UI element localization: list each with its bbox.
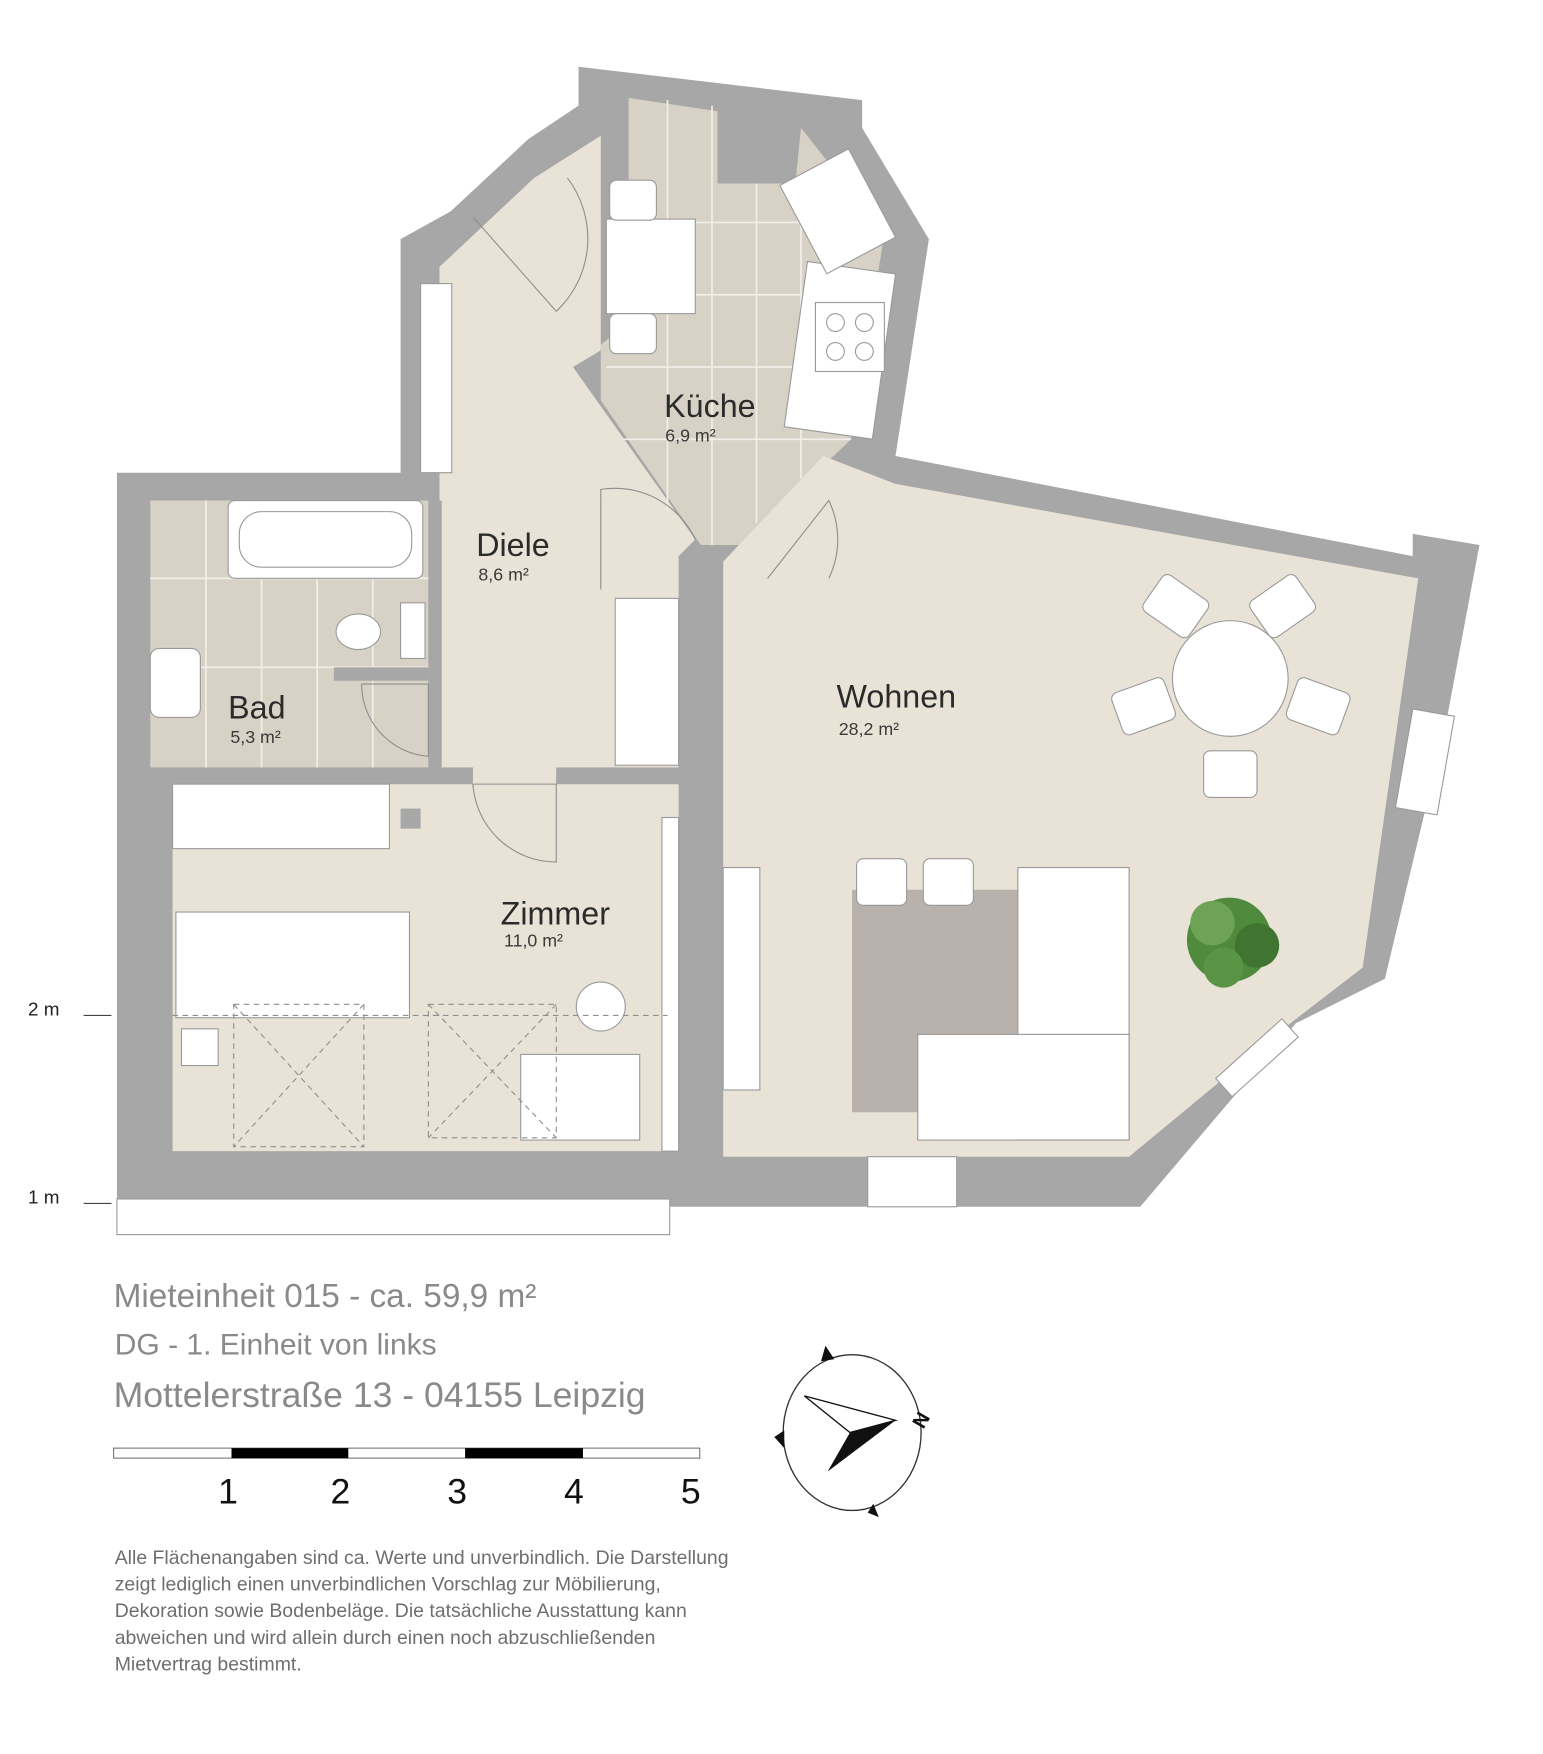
scale-label-5: 5: [681, 1472, 701, 1512]
kitchen-shaft: [717, 111, 796, 184]
disclaimer-line: Alle Flächenangaben sind ca. Werte und u…: [115, 1547, 729, 1569]
scale-bar: [113, 1447, 701, 1459]
doors: [361, 177, 839, 863]
window-south: [867, 1156, 958, 1208]
balcony-rail: [116, 1198, 671, 1236]
desk: [520, 1053, 641, 1141]
toilet-tank: [400, 602, 426, 660]
window-east: [1394, 708, 1456, 816]
nightstand: [180, 1028, 219, 1067]
tv-board: [722, 866, 761, 1091]
dining-chairs: [609, 179, 1351, 906]
wall-bad-diele: [428, 500, 442, 768]
room-name-wohnen: Wohnen: [837, 678, 957, 714]
stove: [814, 301, 885, 373]
furniture: [116, 148, 1456, 1236]
wardrobe: [614, 597, 680, 766]
sink: [779, 148, 897, 275]
column: [400, 808, 421, 829]
scale-label-4: 4: [564, 1472, 584, 1512]
room-name-zimmer: Zimmer: [501, 895, 611, 931]
wall-zimmer-top: [556, 767, 681, 785]
unit-title: Mieteinheit 015 - ca. 59,9 m²: [114, 1278, 537, 1315]
plant: [1186, 897, 1280, 988]
compass-north-label: N: [909, 1409, 935, 1433]
bathtub-inner: [238, 511, 413, 568]
washbasin: [149, 647, 201, 718]
room-area-diele: 8,6 m²: [478, 565, 528, 585]
shelf-zimmer: [661, 816, 680, 1152]
floor-info: DG - 1. Einheit von links: [115, 1329, 437, 1362]
floor-zimmer-door: [472, 765, 557, 788]
wall-diele-wohnen: [680, 556, 724, 1157]
sofa-chaise: [917, 1033, 1130, 1141]
room-area-zimmer: 11,0 m²: [504, 931, 563, 951]
scale-label-1: 1: [218, 1472, 238, 1512]
disclaimer-line: zeigt lediglich einen unverbindlichen Vo…: [115, 1574, 661, 1596]
room-area-wohnen: 28,2 m²: [839, 719, 899, 739]
kitchen-table: [605, 218, 696, 315]
room-name-diele: Diele: [476, 527, 550, 563]
compass-icon: [774, 1345, 922, 1518]
disclaimer-line: Dekoration sowie Bodenbeläge. Die tatsäc…: [115, 1600, 687, 1622]
height-marker-1m: 1 m: [28, 1187, 60, 1208]
wall-bad-zimmer: [150, 767, 473, 785]
room-name-bad: Bad: [228, 690, 285, 726]
room-area-kueche: 6,9 m²: [665, 426, 715, 446]
window-southeast: [1214, 1018, 1300, 1098]
room-area-bad: 5,3 m²: [230, 727, 280, 747]
scale-label-3: 3: [447, 1472, 467, 1512]
wall-bad-stub: [333, 667, 429, 681]
closet-diele: [420, 283, 453, 474]
address: Mottelerstraße 13 - 04155 Leipzig: [114, 1375, 646, 1415]
dining-table: [1171, 620, 1289, 737]
scale-label-2: 2: [330, 1472, 350, 1512]
disclaimer-line: Mietvertrag bestimmt.: [115, 1654, 302, 1676]
bed: [175, 911, 411, 1019]
height-marker-2m: 2 m: [28, 999, 60, 1020]
disclaimer-line: abweichen und wird allein durch einen no…: [115, 1627, 656, 1649]
sideboard-zimmer: [172, 783, 391, 850]
desk-chair: [575, 981, 626, 1032]
room-name-kueche: Küche: [664, 388, 755, 424]
toilet: [335, 613, 382, 651]
